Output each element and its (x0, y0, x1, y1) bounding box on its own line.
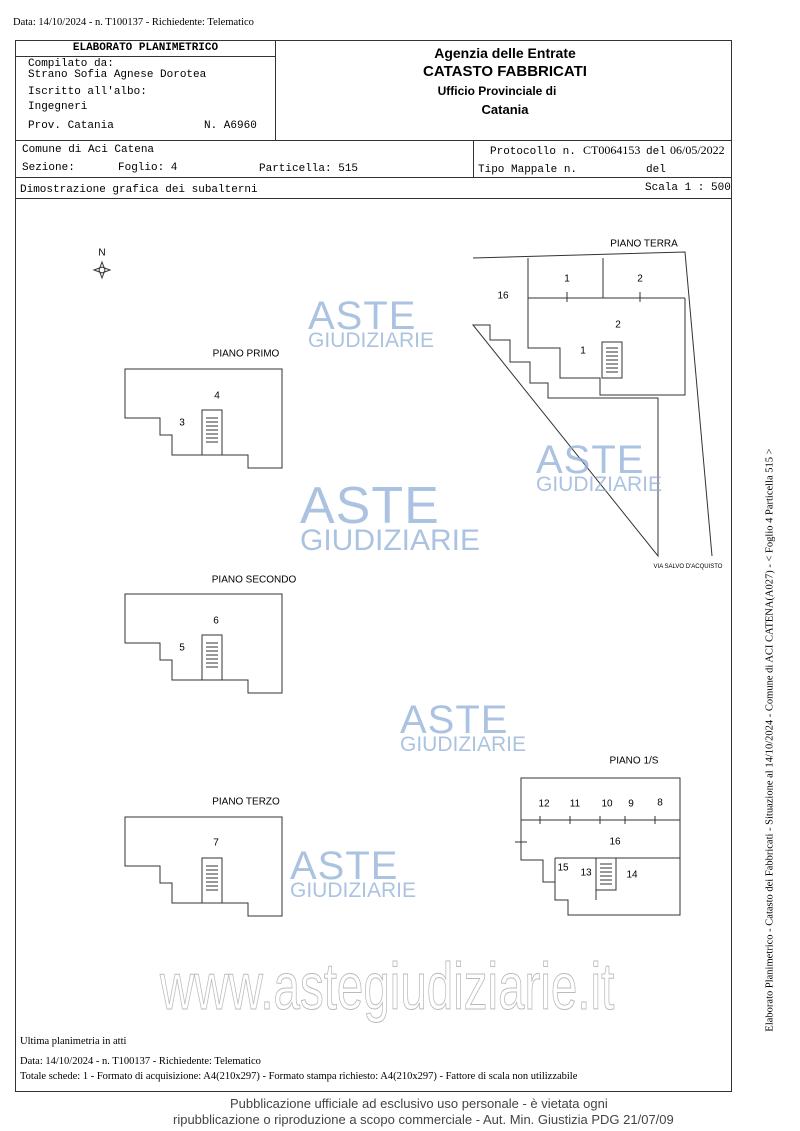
plan-piano-terzo (124, 816, 283, 917)
plan-piano-terra (471, 251, 713, 558)
agency-name: Agenzia delle Entrate (434, 45, 576, 61)
piano-primo-title: PIANO PRIMO (212, 348, 280, 360)
unit-label: 10 (601, 798, 613, 810)
unit-label: 5 (179, 642, 185, 654)
divider (15, 177, 732, 178)
unit-label: 14 (626, 869, 638, 881)
plan-piano-primo (124, 368, 283, 469)
sezione: Sezione: (22, 162, 75, 174)
plan-piano-1s (515, 777, 681, 916)
foglio: Foglio: 4 (118, 162, 178, 174)
protocollo-date: 06/05/2022 (670, 143, 725, 157)
piano-terra-title: PIANO TERRA (610, 238, 678, 250)
ufficio-label: Ufficio Provinciale di (437, 84, 557, 98)
notice-line-2: ripubblicazione o riproduzione a scopo c… (173, 1112, 674, 1127)
unit-label: 16 (497, 290, 509, 302)
iscritto-value: Ingegneri (28, 101, 88, 113)
notice-line-1: Pubblicazione ufficiale ad esclusivo uso… (230, 1096, 608, 1111)
piano-secondo-title: PIANO SECONDO (211, 574, 297, 586)
unit-label: 12 (538, 798, 550, 810)
website-watermark: www.astegiudiziarie.it (160, 949, 615, 1023)
numero-albo: N. A6960 (204, 120, 257, 132)
ultima-planimetria: Ultima planimetria in atti (20, 1036, 127, 1047)
divider (15, 198, 732, 199)
divider (15, 56, 276, 57)
document-frame (15, 40, 732, 1092)
del-label: del (646, 164, 666, 176)
provincia: Prov. Catania (28, 120, 114, 132)
ufficio-city: Catania (481, 102, 529, 117)
protocollo-value: CT0064153 (583, 143, 641, 157)
compilato-label: Compilato da: (28, 58, 114, 70)
unit-label: 6 (213, 615, 219, 627)
iscritto-label: Iscritto all'albo: (28, 86, 147, 98)
unit-label: 2 (615, 319, 621, 331)
piano-terzo-title: PIANO TERZO (212, 796, 280, 808)
north-label: N (98, 247, 106, 259)
divider (15, 140, 732, 141)
unit-label: 3 (179, 417, 185, 429)
unit-label: 2 (637, 273, 643, 285)
unit-label: 16 (609, 836, 621, 848)
scala: Scala 1 : 500 (645, 182, 731, 194)
footer-data: Data: 14/10/2024 - n. T100137 - Richiede… (20, 1056, 261, 1067)
side-caption: Elaborato Planimetrico - Catasto dei Fab… (764, 448, 776, 1032)
del-label: del (646, 146, 666, 158)
unit-label: 13 (580, 867, 592, 879)
unit-label: 15 (557, 862, 569, 874)
compilato-name: Strano Sofia Agnese Dorotea (28, 69, 207, 81)
divider (473, 140, 474, 178)
unit-label: 1 (580, 345, 586, 357)
tipo-mappale: Tipo Mappale n. (478, 164, 578, 176)
footer-totale: Totale schede: 1 - Formato di acquisizio… (20, 1071, 578, 1082)
north-arrow-icon (92, 260, 112, 280)
plan-piano-secondo (124, 593, 283, 694)
particella: Particella: 515 (259, 163, 359, 175)
unit-label: 9 (628, 798, 634, 810)
unit-label: 1 (564, 273, 570, 285)
dimostrazione-label: Dimostrazione grafica dei subalterni (20, 184, 258, 196)
street-label: VIA SALVO D'ACQUISTO (653, 564, 723, 570)
catasto-title: CATASTO FABBRICATI (423, 63, 587, 80)
elaborato-title: ELABORATO PLANIMETRICO (72, 42, 219, 54)
unit-label: 11 (569, 798, 581, 810)
unit-label: 4 (214, 390, 220, 402)
protocollo-label: Protocollo n. (490, 146, 576, 158)
unit-label: 8 (657, 797, 663, 809)
comune: Comune di Aci Catena (22, 144, 155, 156)
top-meta: Data: 14/10/2024 - n. T100137 - Richiede… (13, 17, 254, 28)
piano-1s-title: PIANO 1/S (609, 755, 659, 767)
unit-label: 7 (213, 837, 219, 849)
